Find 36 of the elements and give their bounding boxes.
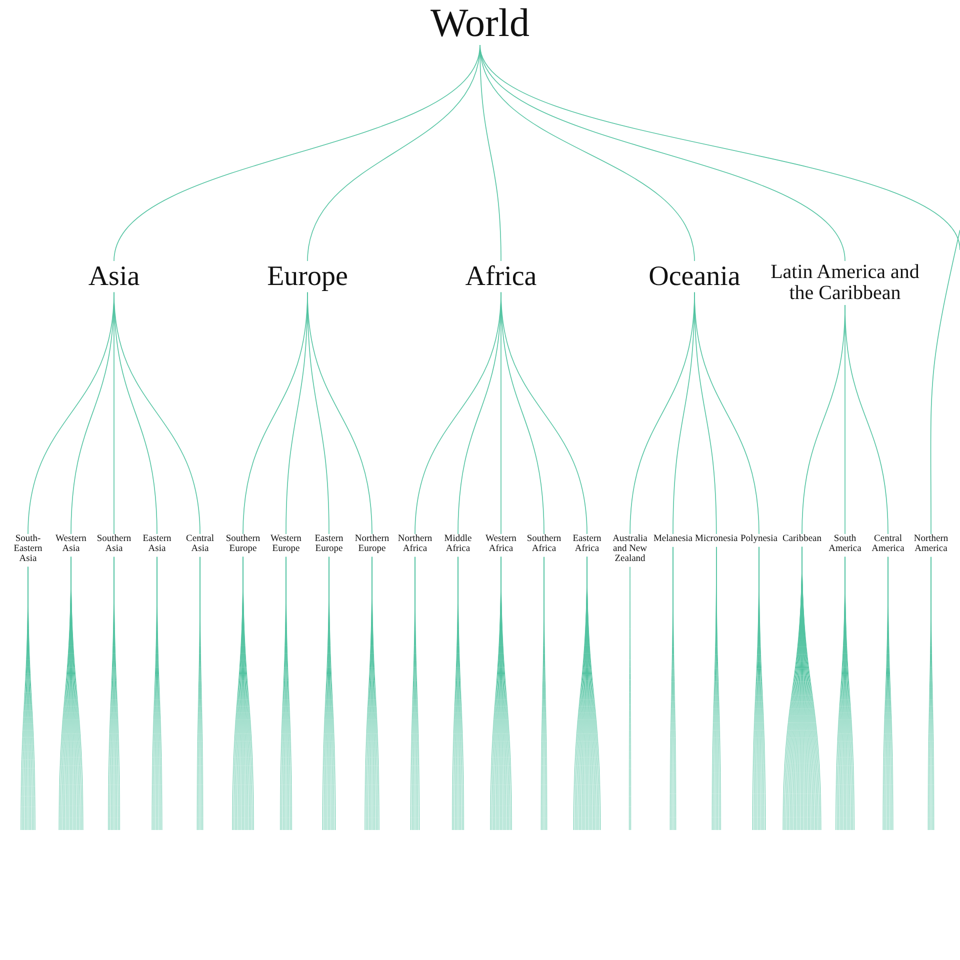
subregion-label: Micronesia (695, 535, 738, 545)
subregion-label: Western Asia (54, 535, 88, 555)
subregion-label: South America (828, 535, 862, 555)
subregion-label: Western Africa (484, 535, 518, 555)
subregion-label: Southern Europe (224, 535, 262, 555)
tree-link (480, 44, 846, 262)
continent-label: Latin America and the Caribbean (770, 262, 920, 304)
subregion-label: Melanesia (653, 535, 693, 545)
subregion-label: Southern Asia (96, 535, 132, 555)
tree-link (930, 230, 960, 534)
continent-label: Asia (88, 262, 140, 292)
tree-link (114, 292, 200, 534)
subregion-label: Middle Africa (443, 535, 473, 555)
subregion-label: Northern Europe (354, 535, 390, 555)
tree-link (307, 292, 372, 534)
continent-label: Oceania (648, 262, 740, 292)
subregion-label: Central Asia (185, 535, 215, 555)
tree-link (480, 44, 960, 250)
subregion-label: Eastern Africa (572, 535, 602, 555)
tree-link (844, 304, 888, 534)
subregion-label: Northern America (912, 535, 950, 555)
continent-label: Africa (465, 262, 537, 292)
root-label: World (430, 2, 530, 44)
subregion-label: South-Eastern Asia (12, 535, 44, 565)
subregion-label: Australia and New Zealand (612, 535, 648, 565)
subregion-label: Central America (870, 535, 906, 555)
subregion-label: Caribbean (782, 535, 822, 545)
subregion-label: Eastern Europe (314, 535, 344, 555)
tree-link (694, 292, 760, 534)
subregion-label: Polynesia (740, 535, 778, 545)
continent-label: Europe (267, 262, 348, 292)
subregion-label: Southern Africa (526, 535, 562, 555)
tree-link (500, 292, 588, 534)
subregion-label: Western Europe (270, 535, 302, 555)
subregion-label: Eastern Asia (142, 535, 172, 555)
subregion-label: Northern Africa (396, 535, 434, 555)
